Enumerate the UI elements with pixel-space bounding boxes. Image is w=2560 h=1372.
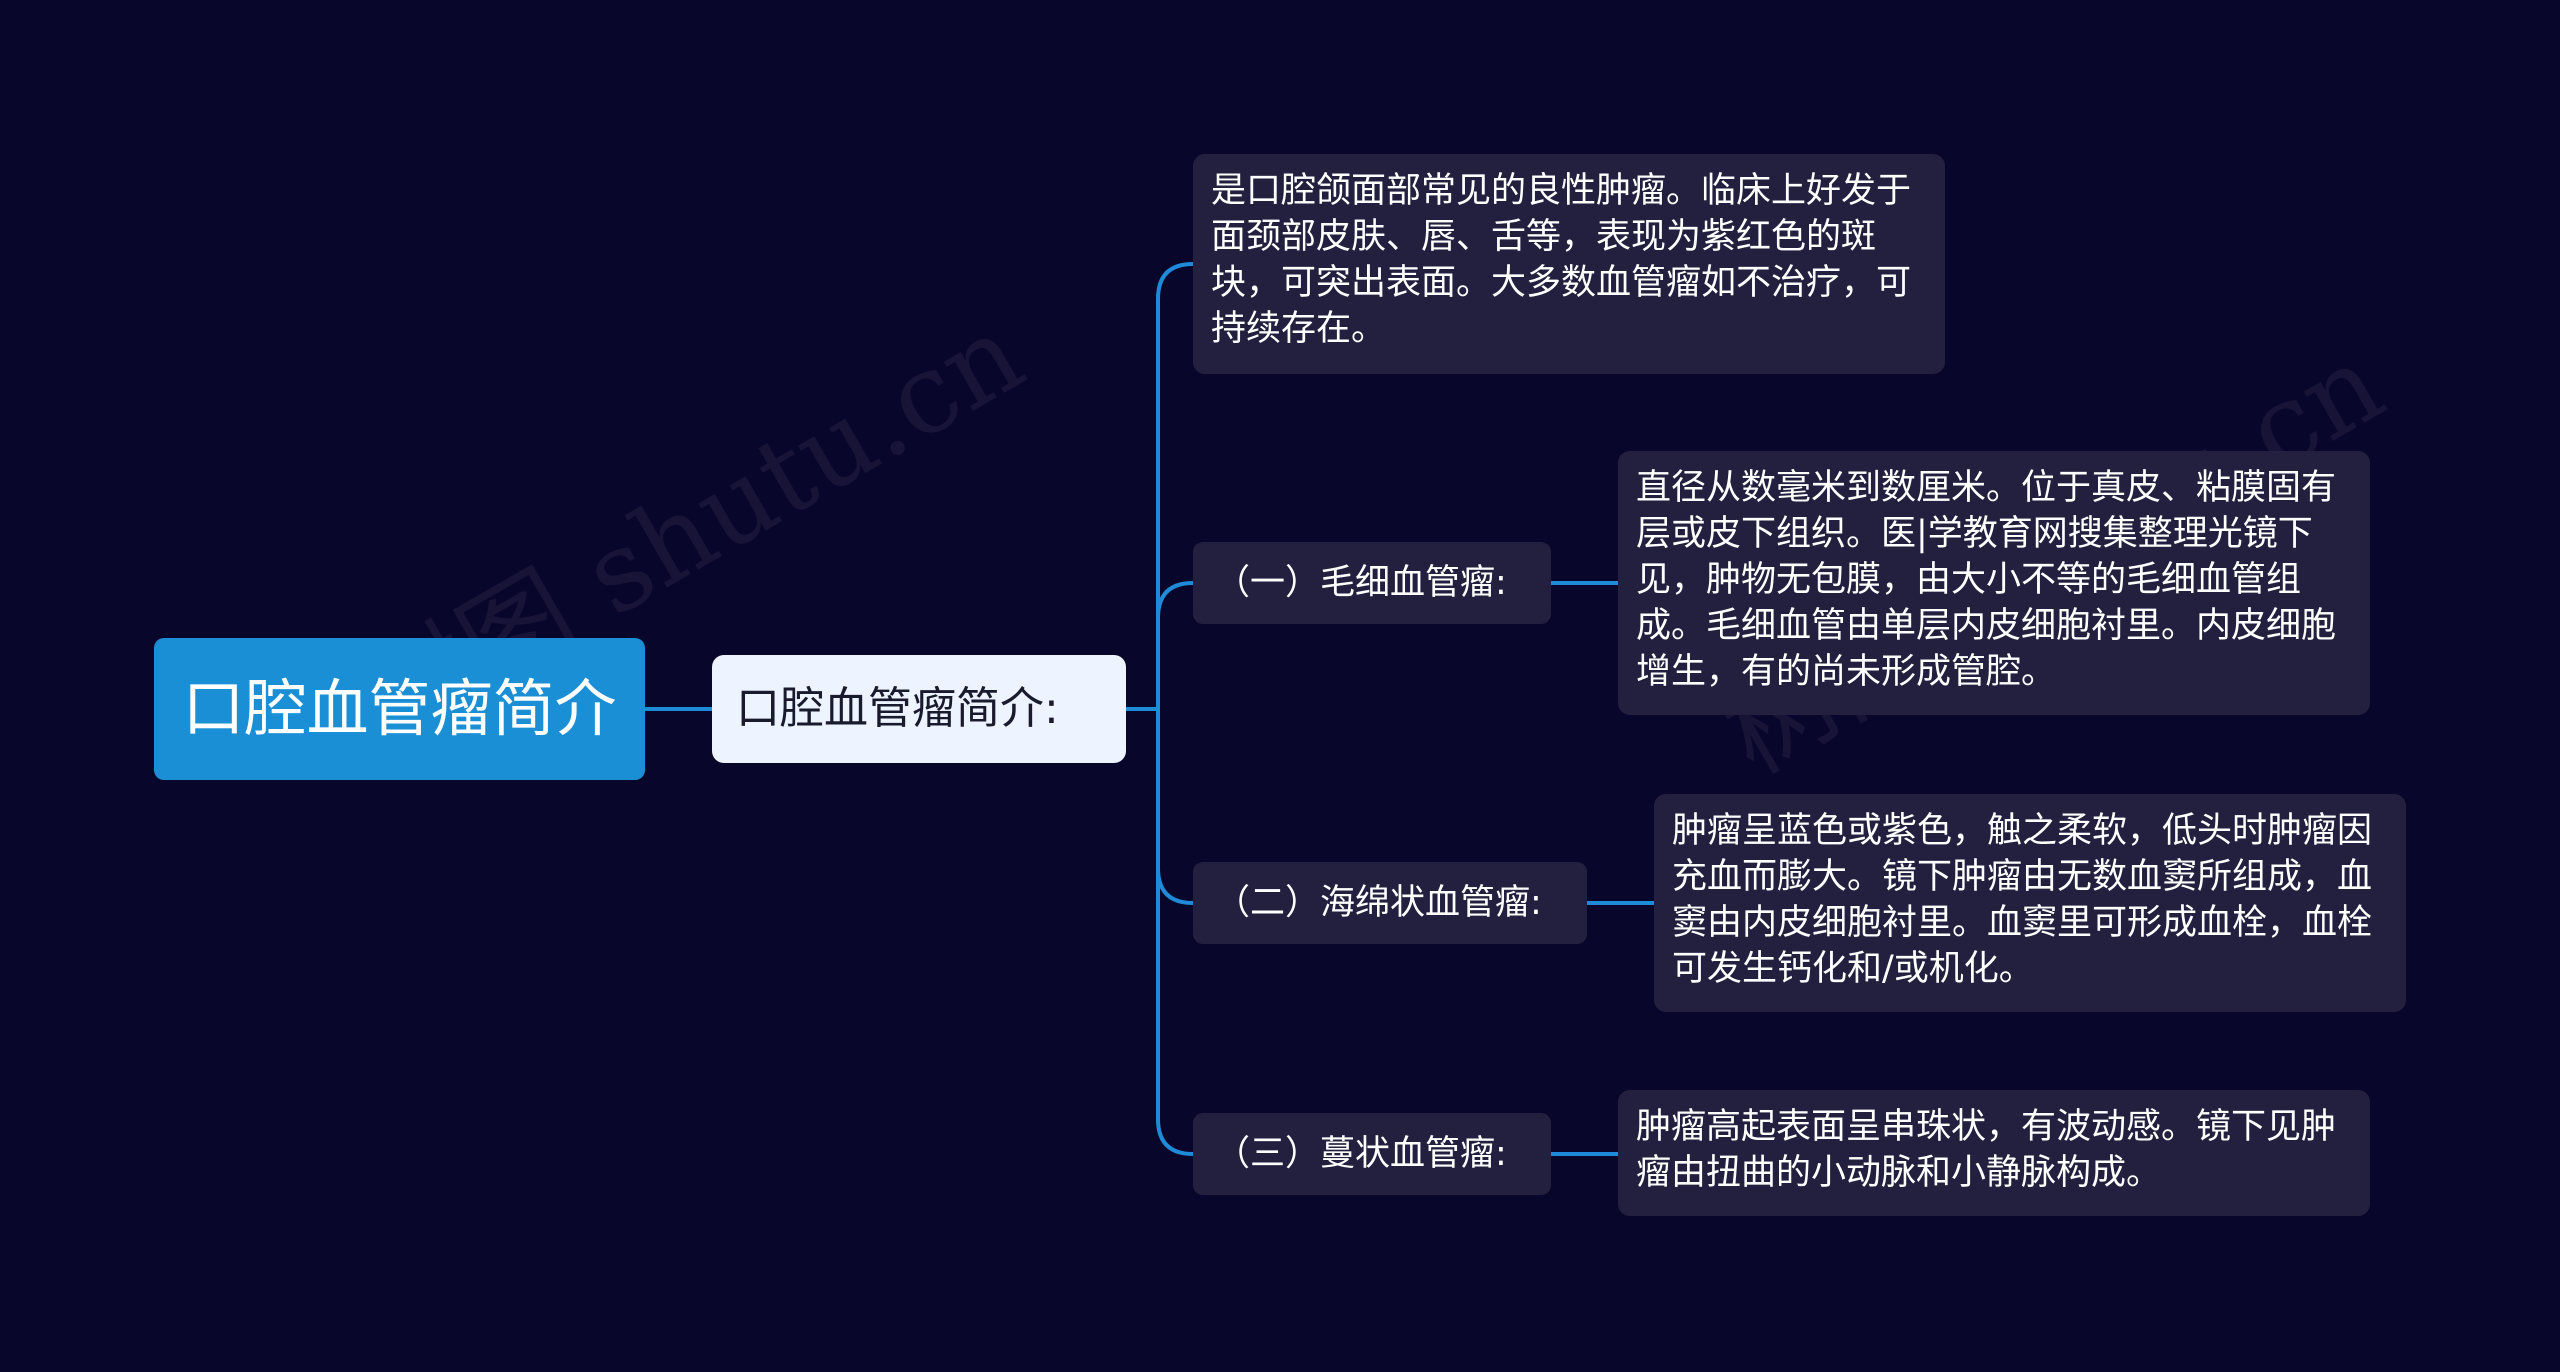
intro-description[interactable]: 是口腔颌面部常见的良性肿瘤。临床上好发于面颈部皮肤、唇、舌等，表现为紫红色的斑块… xyxy=(1193,154,1945,374)
connector-branch-cat1 xyxy=(1156,581,1195,620)
description-capillary[interactable]: 直径从数毫米到数厘米。位于真皮、粘膜固有层或皮下组织。医|学教育网搜集整理光镜下… xyxy=(1618,451,2370,715)
category-racemose[interactable]: （三）蔓状血管瘤: xyxy=(1193,1113,1551,1195)
connector-trunk xyxy=(1156,262,1195,1156)
connector-branch-cat2 xyxy=(1156,866,1195,905)
description-cavernous[interactable]: 肿瘤呈蓝色或紫色，触之柔软，低头时肿瘤因充血而膨大。镜下肿瘤由无数血窦所组成，血… xyxy=(1654,794,2406,1012)
category-capillary[interactable]: （一）毛细血管瘤: xyxy=(1193,542,1551,624)
subtopic-node[interactable]: 口腔血管瘤简介: xyxy=(712,655,1126,763)
category-cavernous[interactable]: （二）海绵状血管瘤: xyxy=(1193,862,1587,944)
root-topic[interactable]: 口腔血管瘤简介 xyxy=(154,638,645,780)
description-racemose[interactable]: 肿瘤高起表面呈串珠状，有波动感。镜下见肿瘤由扭曲的小动脉和小静脉构成。 xyxy=(1618,1090,2370,1216)
